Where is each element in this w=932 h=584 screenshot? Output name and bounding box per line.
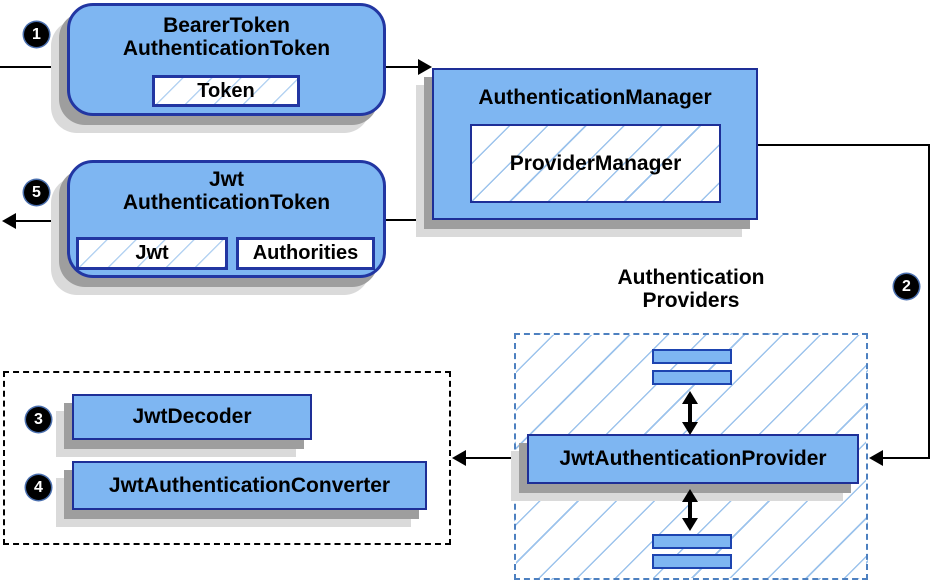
step-badge-3: 3 <box>26 407 51 432</box>
double-arrow-top-down-icon <box>682 422 698 435</box>
double-arrow-top-up-icon <box>682 391 698 404</box>
connector-incoming-request <box>0 66 68 68</box>
provider-manager-chip: ProviderManager <box>470 124 721 203</box>
arrowhead-outgoing-icon <box>2 213 16 229</box>
jwt-authentication-converter-node: JwtAuthenticationConverter <box>72 461 427 510</box>
provider-stack-bar-top-1 <box>652 349 732 364</box>
connector-manager-right <box>758 144 930 146</box>
jwt-support-group: JwtDecoder JwtAuthenticationConverter <box>3 371 451 545</box>
double-arrow-bottom-down-icon <box>682 518 698 531</box>
authentication-providers-group: JwtAuthenticationProvider <box>514 333 868 580</box>
bearer-token-authentication-token-node: BearerToken AuthenticationToken Token <box>67 3 386 116</box>
step-badge-4: 4 <box>26 475 51 500</box>
connector-provider-to-decoder-group <box>464 457 516 459</box>
step-badge-1: 1 <box>24 22 49 47</box>
connector-into-provider <box>881 457 930 459</box>
jwt-authentication-token-node: Jwt AuthenticationToken Jwt Authorities <box>67 160 386 278</box>
authorities-chip: Authorities <box>236 237 375 270</box>
bearer-token-title: BearerToken AuthenticationToken <box>122 14 331 60</box>
provider-stack-bar-bottom-2 <box>652 554 732 569</box>
step-badge-5: 5 <box>24 180 49 205</box>
token-chip: Token <box>152 75 300 107</box>
arrowhead-into-manager-icon <box>418 59 432 75</box>
authentication-providers-label: Authentication Providers <box>617 266 765 312</box>
double-arrow-top-shaft <box>688 402 692 424</box>
arrowhead-into-decoder-group-icon <box>452 450 466 466</box>
provider-stack-bar-top-2 <box>652 370 732 385</box>
jwt-authentication-token-title: Jwt AuthenticationToken <box>122 168 331 214</box>
double-arrow-bottom-shaft <box>688 500 692 520</box>
authentication-manager-title: AuthenticationManager <box>478 86 712 109</box>
provider-stack-bar-bottom-1 <box>652 534 732 549</box>
arrowhead-into-provider-icon <box>869 450 883 466</box>
step-badge-2: 2 <box>894 274 919 299</box>
connector-jwt-token-out <box>14 220 68 222</box>
jwt-decoder-node: JwtDecoder <box>72 394 312 440</box>
connector-right-vertical <box>928 144 930 459</box>
connector-bearer-to-manager <box>386 66 420 68</box>
jwt-chip: Jwt <box>76 237 228 270</box>
authentication-manager-node: AuthenticationManager ProviderManager <box>432 68 758 220</box>
connector-manager-to-jwt-token <box>386 219 432 221</box>
double-arrow-bottom-up-icon <box>682 489 698 502</box>
jwt-authentication-provider-node: JwtAuthenticationProvider <box>527 434 859 484</box>
